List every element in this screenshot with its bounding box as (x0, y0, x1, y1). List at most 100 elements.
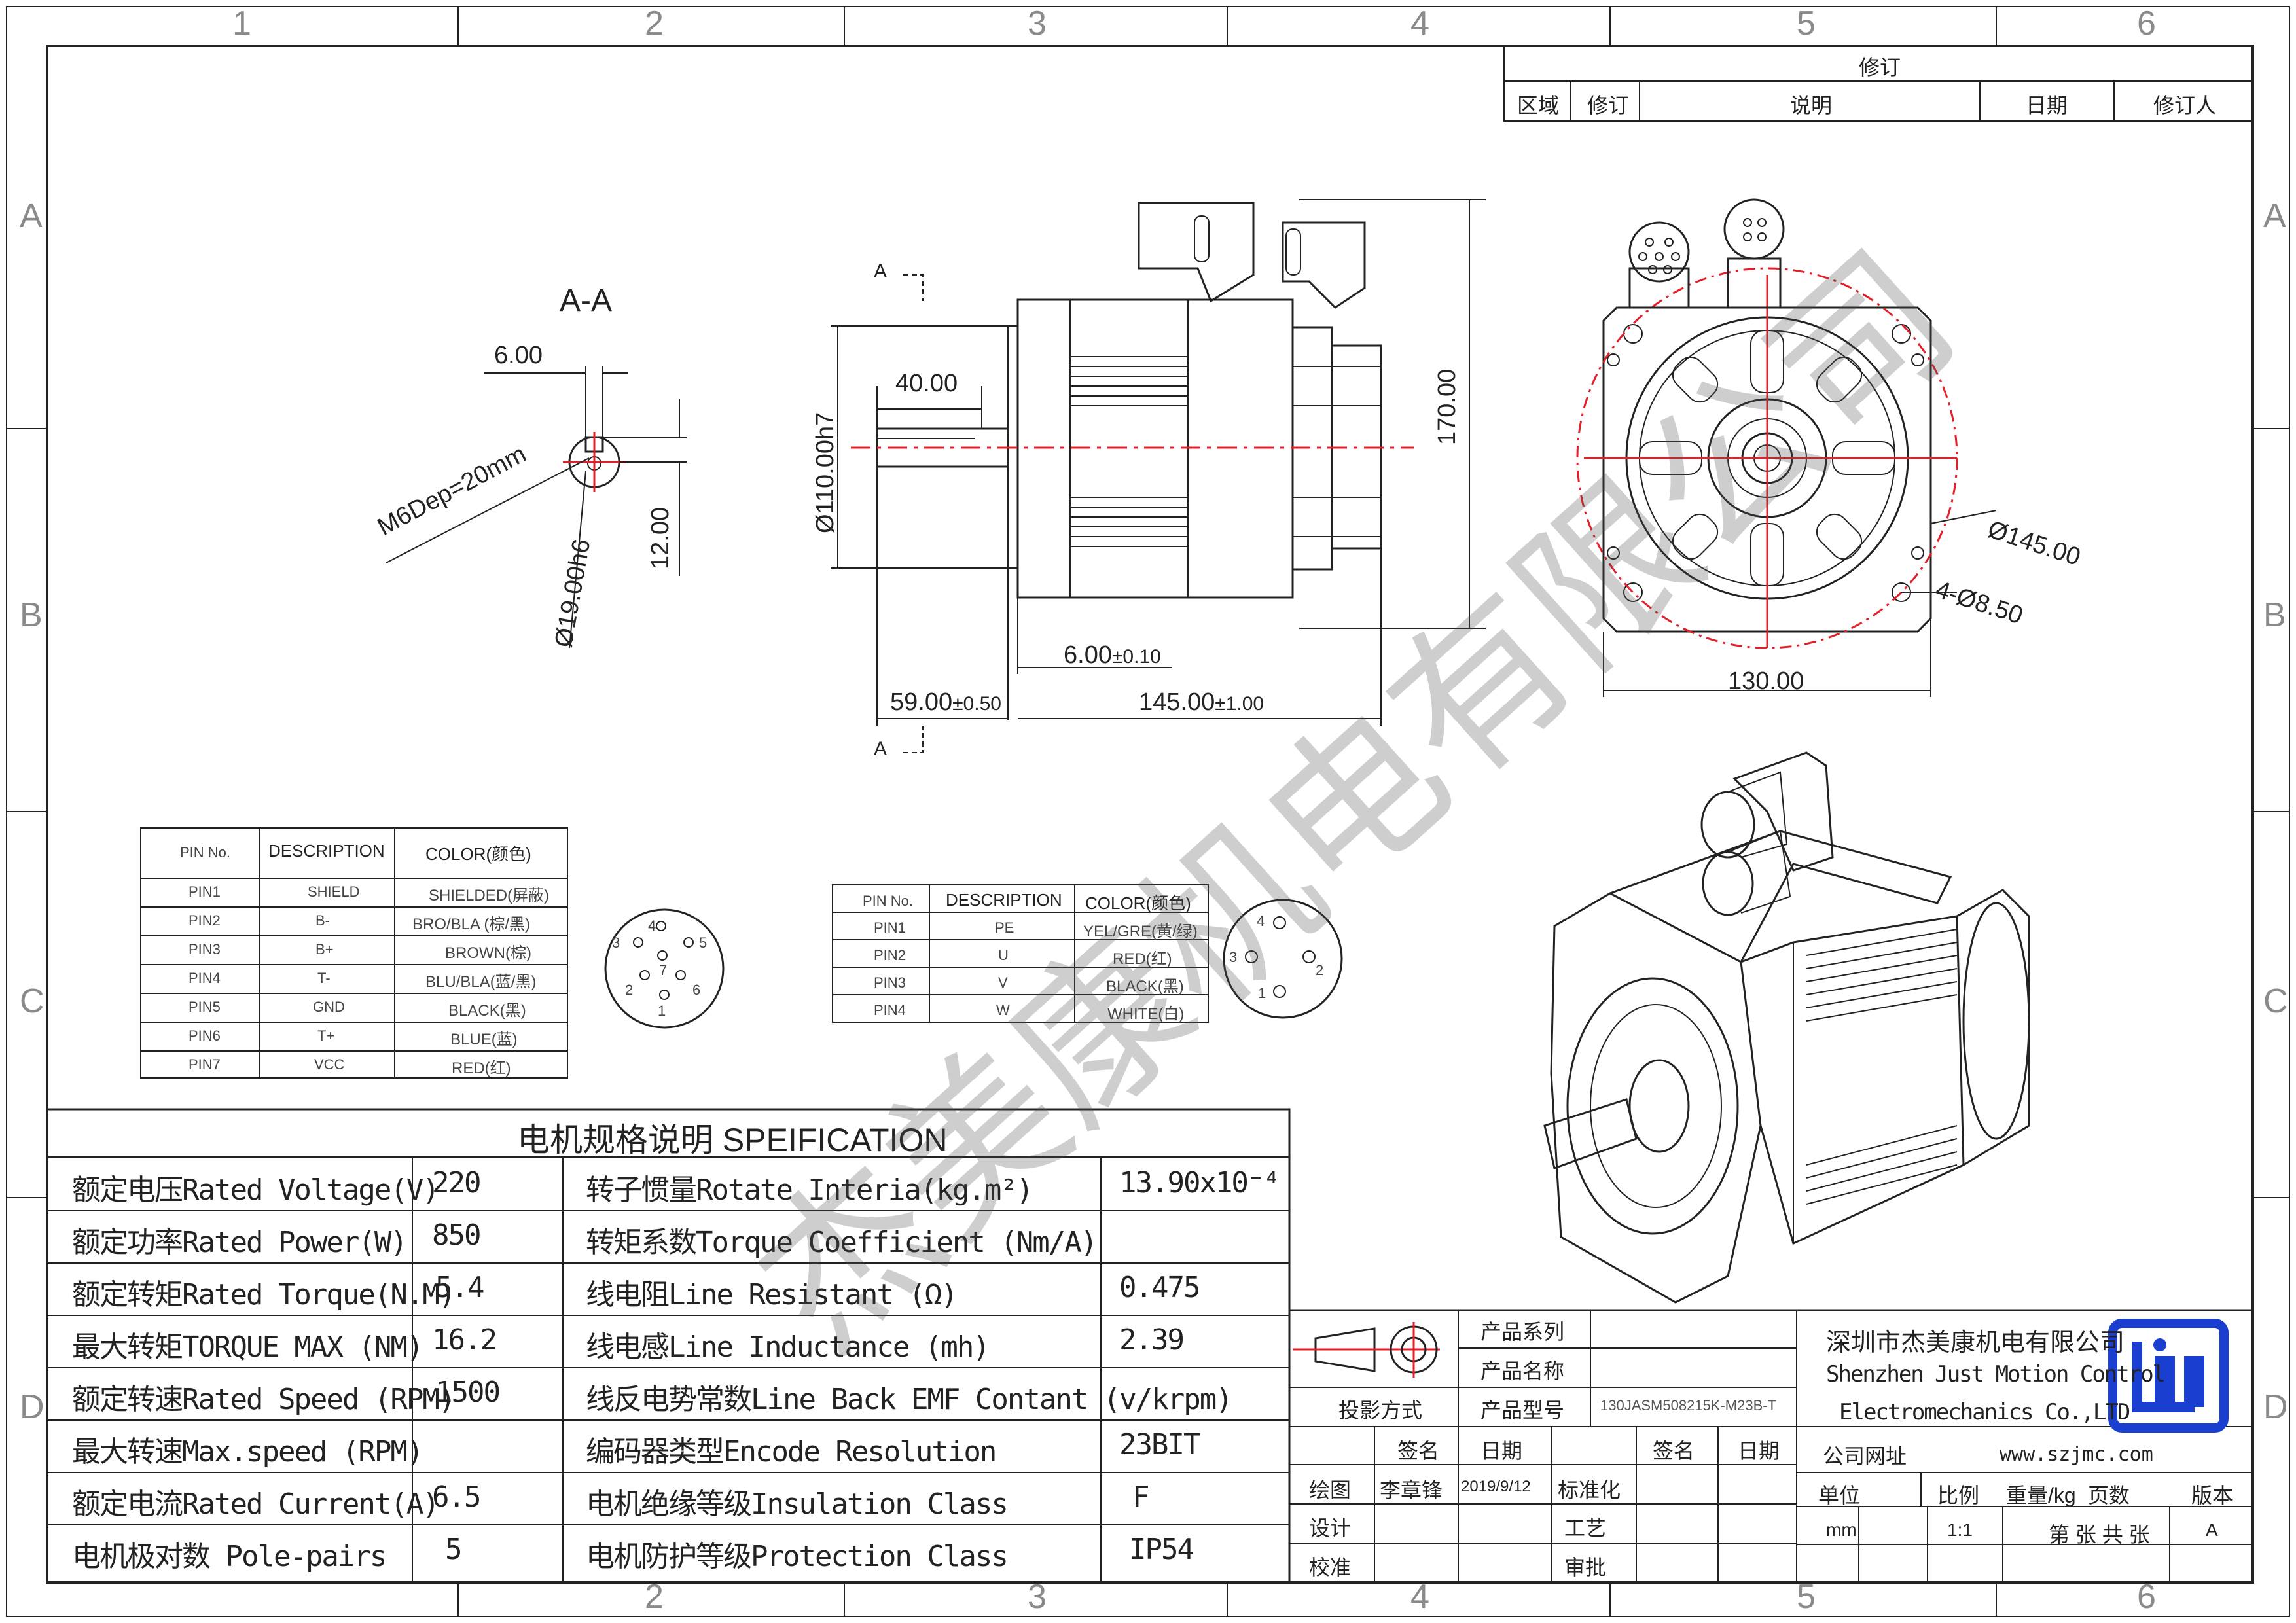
tb-version-label: 版本 (2191, 1484, 2234, 1507)
power-row-3-color: BLACK(黑) (1106, 978, 1184, 995)
power-pin-label-2: 2 (1316, 962, 1324, 978)
encoder-pin-label-5: 5 (699, 935, 708, 951)
revision-col-date: 日期 (2026, 94, 2068, 117)
iso-shaft (1543, 1098, 1638, 1169)
tb-product-name-label: 产品名称 (1480, 1359, 1565, 1383)
spec-row-8-value: 5 (445, 1533, 462, 1566)
power-table-lines (832, 884, 1209, 1023)
tb-product-series-label: 产品系列 (1480, 1320, 1565, 1344)
encoder-pin-label-3: 3 (612, 935, 620, 951)
spec-row-2-value: 850 (432, 1219, 481, 1252)
power-row-4-desc: W (996, 1002, 1010, 1018)
encoder-pin-label-6: 6 (692, 982, 701, 998)
zone-row-a: A (20, 197, 43, 235)
spec-row-1-value-2: 13.90x10⁻⁴ (1119, 1166, 1281, 1200)
encoder-row-1-desc: SHIELD (308, 883, 360, 900)
power-row-2-color: RED(红) (1113, 950, 1172, 968)
spec-row-8-label: 电机极对数 Pole-pairs (72, 1540, 387, 1573)
tb-product-model: 130JASM508215K-M23B-T (1600, 1397, 1777, 1414)
zone-row-c: C (20, 982, 45, 1020)
motor-isometric-view (1543, 751, 2030, 1304)
power-row-3-desc: V (998, 974, 1008, 991)
tb-drawn-label: 绘图 (1309, 1478, 1352, 1502)
spec-row-7-value: 6.5 (432, 1480, 481, 1514)
encoder-row-5-color: BLACK(黑) (448, 1002, 526, 1020)
power-row-4-color: WHITE(白) (1107, 1005, 1185, 1023)
encoder-row-3-desc: B+ (315, 941, 334, 957)
spec-table-lines (46, 1108, 1291, 1584)
zone-col-3-bottom: 3 (1028, 1578, 1047, 1616)
iso-flange (1550, 892, 1762, 1304)
section-title: A-A (560, 283, 613, 318)
zone-row-a-right: A (2263, 197, 2286, 235)
encoder-pin-label-4: 4 (648, 918, 656, 934)
company-logo (2108, 1319, 2229, 1433)
tb-date-label-2: 日期 (1738, 1439, 1780, 1463)
tb-website: www.szjmc.com (2000, 1443, 2153, 1466)
spec-row-1-label: 额定电压Rated Voltage(V) (72, 1173, 440, 1207)
dim-height: 170.00 (1433, 368, 1461, 445)
encoder-header-pin: PIN No. (180, 844, 231, 861)
encoder-row-2-desc: B- (315, 912, 330, 929)
tb-weight-label: 重量/kg (2006, 1484, 2076, 1507)
tb-check-label: 校准 (1309, 1556, 1352, 1579)
encoder-row-6-desc: T+ (317, 1027, 335, 1044)
tb-date-label: 日期 (1480, 1439, 1523, 1463)
tb-process-label: 工艺 (1564, 1516, 1607, 1540)
tb-drawn-date: 2019/9/12 (1461, 1478, 1531, 1495)
spec-row-7-value-2: F (1132, 1480, 1149, 1514)
power-row-1-pin: PIN1 (874, 919, 906, 936)
tb-scale: 1:1 (1947, 1520, 1973, 1540)
power-row-2-pin: PIN2 (874, 947, 906, 963)
zone-col-4-bottom: 4 (1410, 1578, 1429, 1616)
encoder-row-5-desc: GND (313, 999, 345, 1015)
spec-row-1-value: 220 (432, 1166, 481, 1200)
encoder-row-7-desc: VCC (314, 1056, 345, 1073)
motor-side-view (831, 199, 1486, 753)
dim-flange-thickness: 6.00±0.10 (1064, 641, 1161, 669)
encoder-pin-label-2: 2 (625, 982, 634, 998)
flange-outline (1602, 306, 1932, 633)
spec-row-1-label-2: 转子惯量Rotate Interia(kg.m²) (586, 1173, 1033, 1207)
tb-pages: 第 张 共 张 (2049, 1523, 2150, 1546)
tb-company-en-1: Shenzhen Just Motion Control (1826, 1361, 2166, 1387)
projection-symbol (1293, 1322, 1440, 1378)
power-pin-label-4: 4 (1257, 913, 1265, 929)
spec-row-8-value-2: IP54 (1129, 1533, 1194, 1566)
encoder-header-color: COLOR(颜色) (425, 844, 531, 864)
encoder-row-4-pin: PIN4 (188, 970, 221, 986)
zone-row-d: D (20, 1388, 45, 1426)
zone-col-6: 6 (2137, 5, 2156, 43)
power-connector-outline (1282, 221, 1366, 309)
zone-col-1: 1 (232, 5, 251, 43)
zone-col-2: 2 (645, 5, 664, 43)
revision-col-rev: 修订 (1587, 94, 1630, 117)
spec-row-5-label: 额定转速Rated Speed (RPM) (72, 1383, 456, 1416)
section-mark-bottom: A (874, 738, 888, 760)
encoder-connector-outline (1138, 202, 1255, 303)
tb-projection-label: 投影方式 (1338, 1399, 1423, 1422)
spec-row-7-label-2: 电机绝缘等级Insulation Class (586, 1488, 1009, 1521)
spec-row-5-value: 1500 (435, 1376, 501, 1409)
section-dim-height: 12.00 (647, 507, 674, 569)
zone-row-d-right: D (2263, 1388, 2288, 1426)
encoder-table-lines (140, 827, 568, 1079)
zone-col-4: 4 (1410, 5, 1429, 43)
encoder-row-4-color: BLU/BLA(蓝/黑) (425, 973, 537, 991)
power-pin-label-1: 1 (1258, 985, 1266, 1001)
tb-version: A (2206, 1520, 2218, 1540)
power-header-pin: PIN No. (863, 893, 914, 909)
revision-col-desc: 说明 (1790, 94, 1833, 117)
dim-shaft-length: 59.00±0.50 (890, 688, 1001, 716)
spec-row-4-label: 最大转矩TORQUE MAX (NM) (72, 1330, 423, 1364)
spec-row-4-label-2: 线电感Line Inductance (mh) (586, 1330, 990, 1364)
zone-col-5: 5 (1797, 5, 1816, 43)
zone-ticks (7, 7, 2289, 1616)
encoder-row-4-desc: T- (317, 970, 331, 986)
tb-company-en-2: Electromechanics Co.,LTD (1839, 1399, 2130, 1425)
spec-row-3-value: 5.4 (435, 1271, 484, 1304)
encoder-row-1-color: SHIELDED(屏蔽) (429, 887, 550, 904)
spec-row-2-label: 额定功率Rated Power(W) (72, 1226, 408, 1259)
section-aa-drawing (386, 366, 687, 649)
